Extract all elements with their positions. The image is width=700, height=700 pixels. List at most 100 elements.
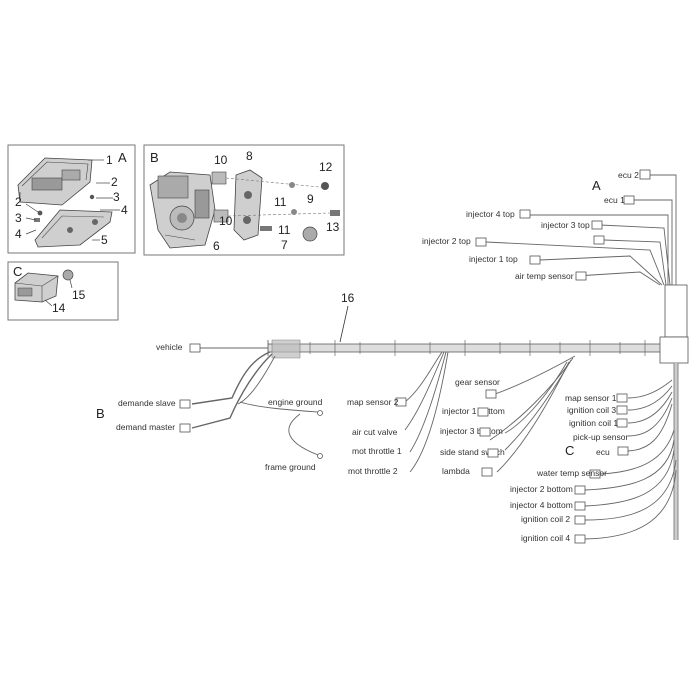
top-right-connectors: ecu 2 ecu 1 injector 4 top injector 3 to… (422, 169, 651, 281)
callout-number: 10 (214, 153, 228, 167)
left-branches: vehicle demande slave demand master engi… (116, 342, 323, 472)
callout-number: 11 (274, 195, 287, 209)
callout-number: 14 (52, 301, 66, 315)
connector-label-demand-master: demand master (116, 422, 175, 432)
callout-number: 2 (111, 175, 118, 189)
connector-box (574, 485, 586, 495)
connector-label-engine-ground: engine ground (268, 397, 323, 407)
connector-label-lambda: lambda (442, 466, 470, 476)
connector-box (395, 397, 407, 407)
top-right-branches (485, 174, 677, 286)
connector-label-water-temp-sensor: water temp sensor (536, 468, 607, 478)
panel-b-letter: B (150, 150, 159, 165)
connector-label-injector-2-bottom: injector 2 bottom (510, 484, 573, 494)
connector-label-pick-up-sensor: pick-up sensor (573, 432, 628, 442)
connector-box (575, 271, 587, 281)
connector-label-injector-3-top: injector 3 top (541, 220, 590, 230)
sensor-cap-drawing (302, 226, 318, 242)
panel-c: C 14 15 (7, 261, 119, 321)
callout-number: 3 (113, 190, 120, 204)
washer-drawing (291, 209, 297, 215)
connector-label-map-sensor-2: map sensor 2 (347, 397, 399, 407)
connector-box (574, 501, 586, 511)
callout-number: 1 (106, 153, 113, 167)
connector-label-side-stand-switch: side stand switch (440, 447, 505, 457)
connector-box (616, 418, 628, 428)
connector-label-injector-4-top: injector 4 top (466, 209, 515, 219)
connector-box (593, 235, 605, 245)
connector-box (477, 407, 489, 417)
callout-number: 6 (213, 239, 220, 253)
panel-b: B 10 8 12 9 11 10 11 6 7 13 (143, 144, 345, 256)
harness-junction (664, 284, 688, 338)
connector-box (179, 423, 191, 433)
connector-box (589, 469, 601, 479)
connector-label-demande-slave: demande slave (118, 398, 176, 408)
harness-junction (659, 336, 689, 364)
group-letter-c: C (565, 443, 574, 458)
callout-number: 8 (246, 149, 253, 163)
connector-label-injector-2-top: injector 2 top (422, 236, 471, 246)
connector-label-ignition-coil-1: ignition coil 1 (569, 418, 618, 428)
connector-box (616, 393, 628, 403)
callout-number: 5 (101, 233, 108, 247)
main-harness: 16 (267, 284, 689, 540)
connector-label-ignition-coil-3: ignition coil 3 (567, 405, 616, 415)
ecu-bracket-drawing (34, 209, 113, 248)
ground-terminal (317, 453, 323, 459)
connector-label-air-cut-valve: air cut valve (352, 427, 398, 437)
connector-label-ecu: ecu (596, 447, 610, 457)
connector-label-ecu-1: ecu 1 (604, 195, 625, 205)
connector-box (487, 448, 499, 458)
connector-label-injector-4-bottom: injector 4 bottom (510, 500, 573, 510)
connector-label-map-sensor-1: map sensor 1 (565, 393, 617, 403)
connector-box (639, 169, 651, 180)
connector-label-air-temp-sensor: air temp sensor (515, 271, 574, 281)
connector-label-gear-sensor: gear sensor (455, 377, 500, 387)
connector-box (591, 220, 603, 230)
callout-number: 12 (319, 160, 333, 174)
group-letter-a: A (592, 178, 601, 193)
sensor-drawing (211, 171, 227, 185)
connector-label-injector-1-top: injector 1 top (469, 254, 518, 264)
connector-box (475, 237, 487, 247)
callout-number: 7 (281, 238, 288, 252)
callout-number: 4 (121, 203, 128, 217)
connector-label-mot-throttle-1: mot throttle 1 (352, 446, 402, 456)
connector-box (179, 399, 191, 409)
connector-box (481, 467, 493, 477)
washer-drawing (289, 182, 295, 188)
connector-box (479, 427, 491, 437)
connector-box (189, 343, 201, 353)
callout-number: 15 (72, 288, 86, 302)
grommet-drawing (62, 269, 74, 281)
screw-drawing (37, 210, 43, 216)
relay-drawing (14, 272, 59, 303)
connector-box (519, 209, 531, 219)
connector-label-ignition-coil-4: ignition coil 4 (521, 533, 570, 543)
callout-number: 4 (15, 227, 22, 241)
middle-branches: map sensor 2 air cut valve mot throttle … (347, 351, 576, 477)
connector-box (574, 534, 586, 544)
callout-number: 3 (15, 211, 22, 225)
connector-label-frame-ground: frame ground (265, 462, 316, 472)
connector-box (485, 389, 497, 399)
screw-drawing (330, 210, 340, 216)
panel-c-letter: C (13, 264, 22, 279)
connector-label-injector-3-bottom: injector 3 bottom (440, 426, 503, 436)
connector-label-vehicle: vehicle (156, 342, 183, 352)
connector-box (616, 405, 628, 415)
connector-label-injector-1-bottom: injector 1 bottom (442, 406, 505, 416)
connector-box (623, 195, 635, 205)
sensor-plate-drawing (233, 169, 263, 241)
callout-number: 9 (307, 192, 314, 206)
callout-number: 13 (326, 220, 340, 234)
panel-a: A 1 2 2 3 3 4 4 5 (7, 144, 136, 254)
connector-label-mot-throttle-2: mot throttle 2 (348, 466, 398, 476)
screw-drawing (260, 226, 272, 231)
callout-number: 16 (341, 291, 355, 305)
callout-number: 11 (278, 223, 291, 237)
ground-terminal (317, 410, 323, 416)
connector-label-ignition-coil-2: ignition coil 2 (521, 514, 570, 524)
